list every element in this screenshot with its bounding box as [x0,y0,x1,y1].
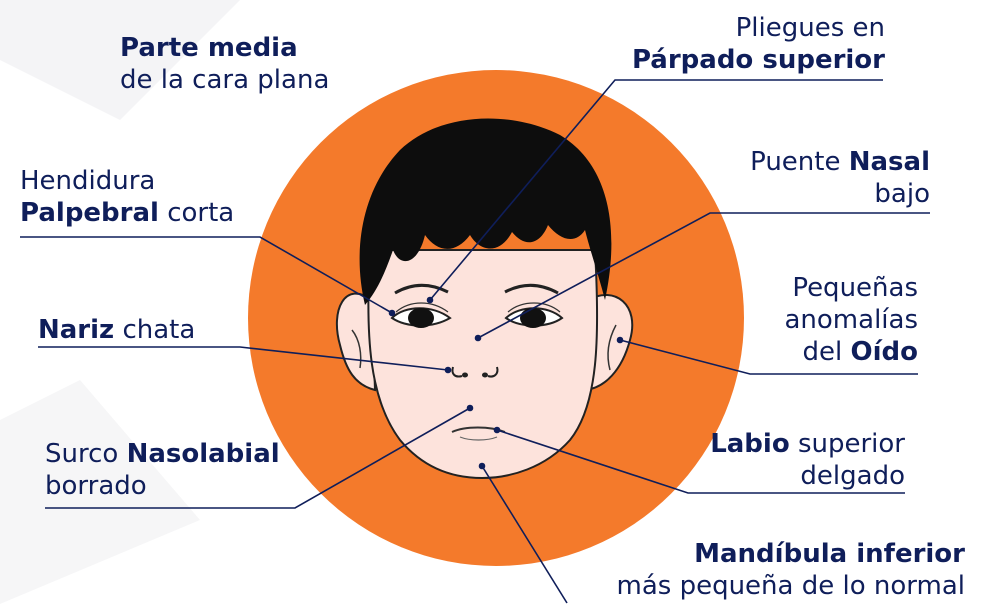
label-mandibula: Mandíbula inferior más pequeña de lo nor… [617,538,966,602]
puente-pre: Puente [750,147,841,177]
line-mandibula [481,465,568,604]
parte-media-rest: de la cara plana [120,65,330,95]
labio-bold: Labio [710,429,790,459]
child-face-icon [335,118,634,480]
labio-line2: delgado [800,461,905,491]
label-surco: Surco Nasolabial borrado [45,438,280,502]
line-labio [496,429,905,494]
pliegues-pre: Pliegues en [735,13,885,43]
surco-post: borrado [45,471,147,501]
label-hendidura: Hendidura Palpebral corta [20,165,234,229]
oido-line1: Pequeñas [792,273,918,303]
puente-post: bajo [874,179,930,209]
line-hendidura [20,236,393,314]
line-pliegues [429,79,883,301]
label-puente: Puente Nasal bajo [750,146,930,210]
line-oido [619,339,918,375]
label-pliegues: Pliegues en Párpado superior [632,12,885,76]
mandibula-bold: Mandíbula inferior [694,539,965,569]
nariz-bold: Nariz [38,315,115,345]
left-ear [335,292,377,392]
oido-pre: del [802,337,843,367]
pliegues-bold: Párpado superior [631,45,885,75]
background-shape [0,0,240,120]
background-shape [0,380,200,604]
nariz-post: chata [122,315,196,345]
label-parte-media: Parte media de la cara plana [120,32,329,96]
oido-bold: Oído [850,337,919,367]
mandibula-post: más pequeña de lo normal [616,571,966,601]
nose [451,366,499,378]
oido-line2: anomalías [784,305,918,335]
label-nariz: Nariz chata [38,314,195,346]
parte-media-bold: Parte media [120,33,298,63]
line-puente [477,212,930,339]
surco-bold: Nasolabial [126,439,280,469]
hair [359,118,612,305]
labio-post: superior [797,429,905,459]
right-eye [504,302,564,328]
left-eye [390,302,452,328]
hendidura-pre: Hendidura [20,166,156,196]
label-oido: Pequeñas anomalías del Oído [784,272,918,368]
label-labio: Labio superior delgado [710,428,905,492]
face-skin [367,249,599,480]
hendidura-post: corta [167,198,235,228]
line-surco [45,407,471,509]
line-nariz [38,346,449,371]
surco-pre: Surco [45,439,119,469]
leader-lines [20,79,930,604]
puente-bold: Nasal [848,147,930,177]
hendidura-bold: Palpebral [20,198,159,228]
